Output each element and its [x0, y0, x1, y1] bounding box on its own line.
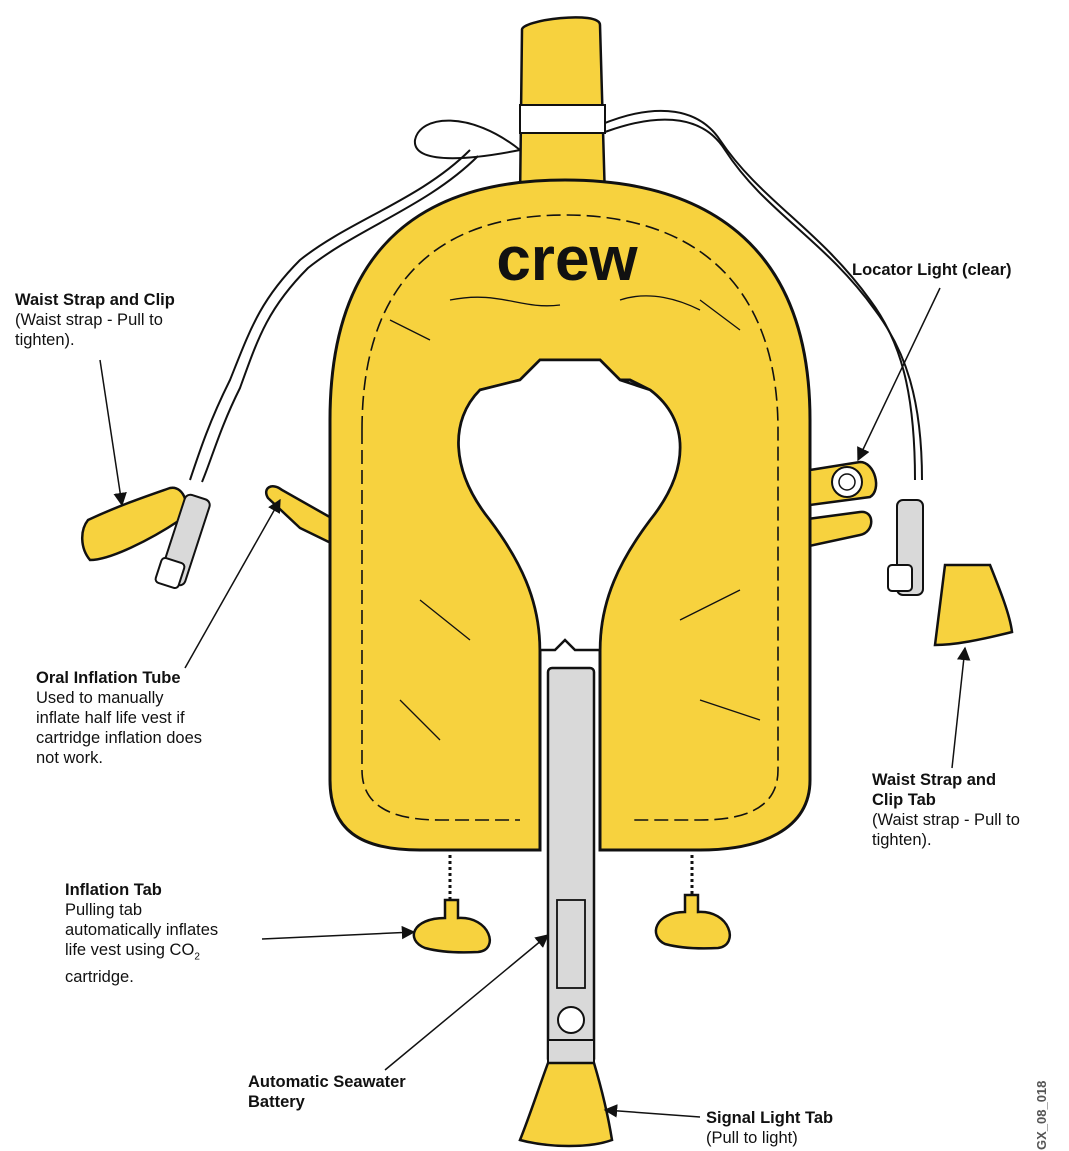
label-seawater-battery: Automatic Seawater Battery: [248, 1072, 468, 1112]
label-signal-light-tab-title: Signal Light Tab: [706, 1108, 906, 1128]
vest-crew-text: crew: [496, 225, 638, 294]
label-oral-inflation-tube-title: Oral Inflation Tube: [36, 668, 276, 688]
head-pillow: [520, 17, 605, 200]
label-oral-inflation-tube-desc: Used to manually inflate half life vest …: [36, 688, 276, 768]
label-inflation-tab-title: Inflation Tab: [65, 880, 275, 900]
label-inflation-tab: Inflation Tab Pulling tab automatically …: [65, 880, 275, 987]
waist-strap-right: [888, 500, 1012, 645]
label-waist-strap-left-title: Waist Strap and Clip: [15, 290, 245, 310]
leader-battery: [385, 935, 548, 1070]
waist-strap-left: [82, 488, 211, 589]
label-locator-light: Locator Light (clear): [852, 260, 1067, 280]
label-waist-strap-right-title: Waist Strap and Clip Tab: [872, 770, 1067, 810]
label-waist-strap-right-desc: (Waist strap - Pull to tighten).: [872, 810, 1067, 850]
label-inflation-tab-sub: 2: [194, 951, 200, 962]
leader-locator: [858, 288, 940, 460]
label-inflation-tab-desc-post: cartridge.: [65, 968, 134, 986]
label-signal-light-tab-desc: (Pull to light): [706, 1128, 906, 1148]
label-waist-strap-left: Waist Strap and Clip (Waist strap - Pull…: [15, 290, 245, 350]
label-inflation-tab-desc: Pulling tab automatically inflates life …: [65, 900, 275, 987]
label-oral-inflation-tube: Oral Inflation Tube Used to manually inf…: [36, 668, 276, 768]
label-waist-strap-right: Waist Strap and Clip Tab (Waist strap - …: [872, 770, 1067, 850]
label-seawater-battery-title: Automatic Seawater Battery: [248, 1072, 468, 1112]
oral-tube: [266, 486, 335, 545]
leader-signal: [605, 1110, 700, 1117]
leader-waist-left: [100, 360, 122, 505]
figure-id: GX_08_018: [1034, 1081, 1049, 1150]
label-signal-light-tab: Signal Light Tab (Pull to light): [706, 1108, 906, 1148]
inflation-tab-right: [656, 855, 730, 948]
leader-waist-right: [952, 648, 965, 768]
leader-inflation: [262, 932, 414, 939]
label-locator-light-title: Locator Light (clear): [852, 260, 1067, 280]
inflation-tab-left: [414, 855, 490, 952]
signal-light-tab: [520, 1063, 612, 1146]
label-waist-strap-left-desc: (Waist strap - Pull to tighten).: [15, 310, 245, 350]
seawater-battery: [548, 668, 594, 1063]
locator-light: [810, 462, 876, 505]
